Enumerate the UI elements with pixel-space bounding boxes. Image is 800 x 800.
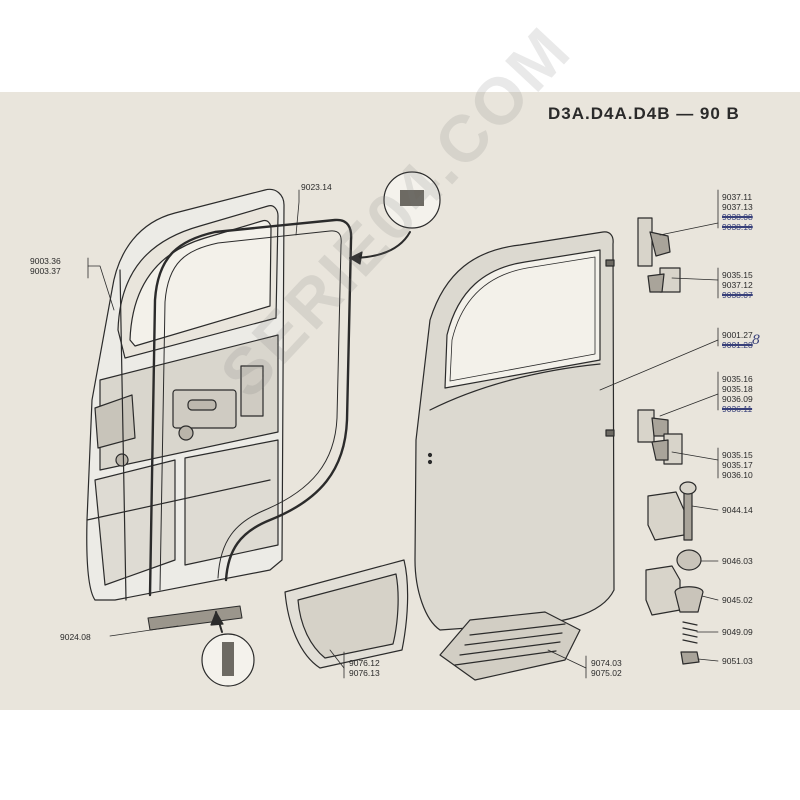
label-hinge-pin: 9044.14 <box>722 505 753 515</box>
trim-panel-drawing <box>284 559 409 669</box>
label-spring: 9049.09 <box>722 627 753 637</box>
page-title: D3A.D4A.D4B — 90 B <box>548 104 740 123</box>
door-interior-drawing <box>86 188 285 601</box>
label-cup: 9045.02 <box>722 595 753 605</box>
hinge-upper-a-drawing <box>637 217 671 267</box>
label-nut: 9051.03 <box>722 656 753 666</box>
label-ball: 9046.03 <box>722 556 753 566</box>
label-seal-bottom: 9024.08 <box>60 632 91 642</box>
hinge-upper-b-drawing <box>647 267 681 293</box>
bottom-seal-strip <box>147 605 243 631</box>
nut-drawing <box>680 651 700 665</box>
handwritten-note: 8 <box>752 333 761 348</box>
cup-plate-drawing <box>645 565 704 616</box>
hinge-lower-b-drawing <box>651 433 683 465</box>
door-exterior-drawing <box>414 231 615 631</box>
label-seal-top: 9023.14 <box>301 182 332 192</box>
door-seal-drawing <box>148 218 353 597</box>
hinge-lower-a-drawing <box>637 409 669 443</box>
hinge-pin-assembly-drawing <box>647 481 697 541</box>
ball-drawing <box>676 549 702 571</box>
spring-drawing <box>682 621 698 644</box>
step-mat-drawing <box>439 611 581 681</box>
